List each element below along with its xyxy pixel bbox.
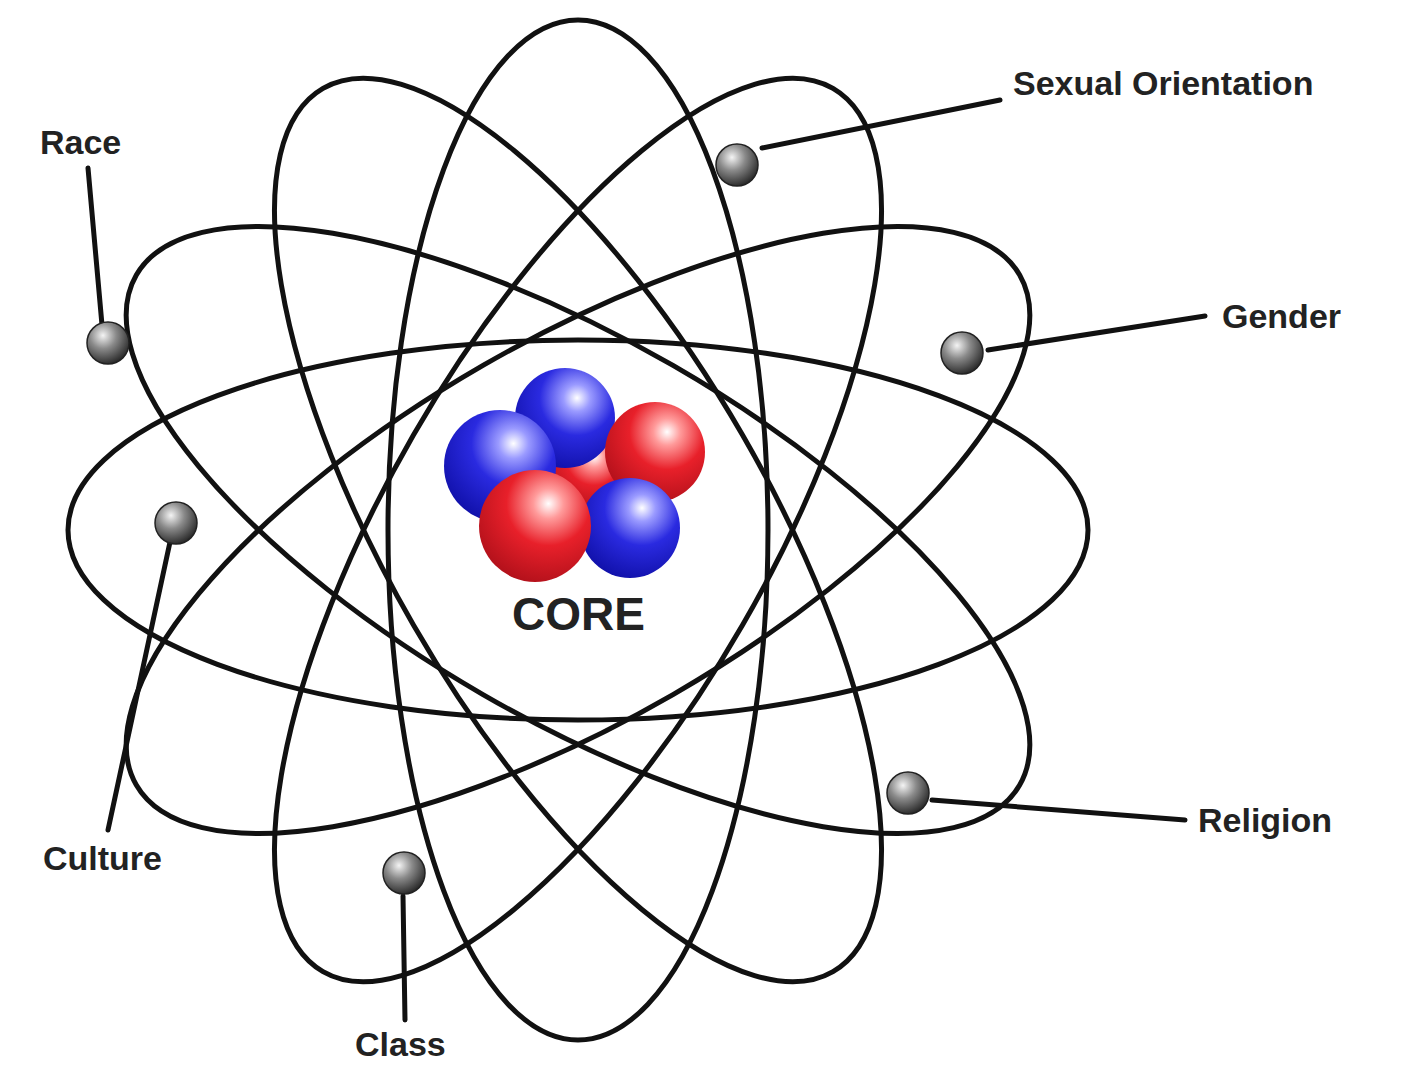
orbit-label: Sexual Orientation bbox=[1013, 63, 1313, 103]
orbit-label: Culture bbox=[43, 838, 162, 878]
nucleus-node: CORE bbox=[500, 360, 657, 640]
orbit bbox=[41, 0, 1114, 1067]
orbit-label: Race bbox=[40, 122, 121, 162]
orbit-label: Religion bbox=[1198, 800, 1332, 840]
nucleus bbox=[444, 368, 705, 582]
core-label: CORE bbox=[500, 588, 657, 640]
orbit-label: Class bbox=[355, 1024, 446, 1064]
orbit-label: Gender bbox=[1222, 296, 1341, 336]
electron bbox=[87, 144, 983, 894]
leader-line bbox=[88, 100, 1205, 1020]
